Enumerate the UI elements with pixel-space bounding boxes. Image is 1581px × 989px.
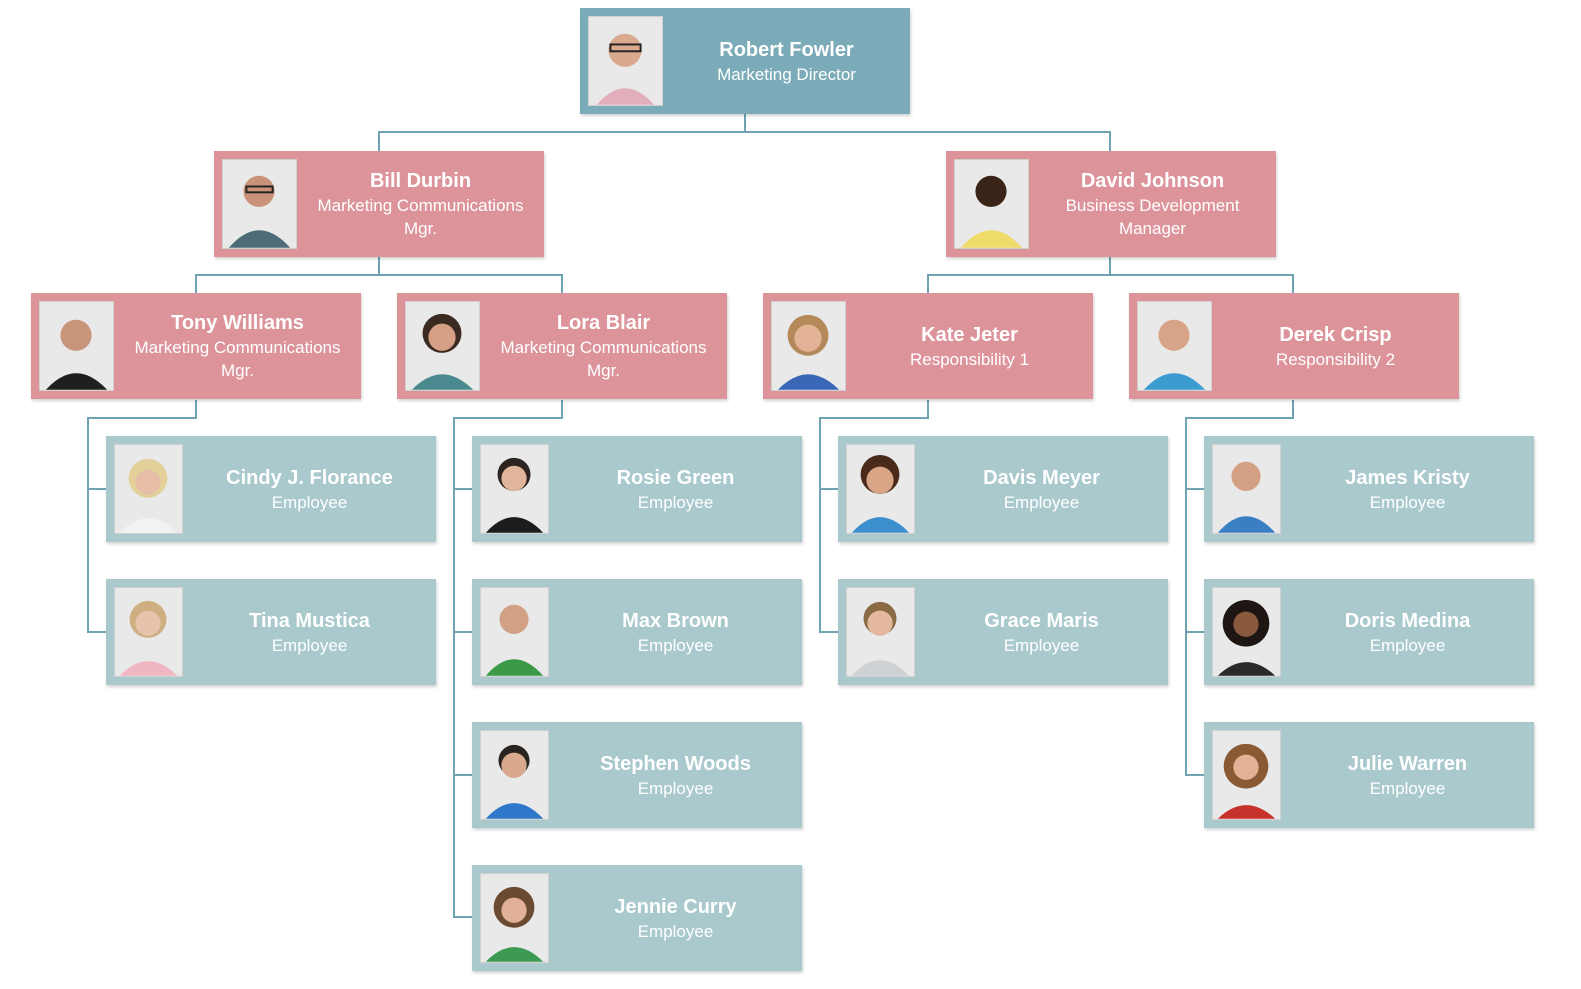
person-name: Rosie Green — [616, 466, 735, 489]
person-photo — [1212, 730, 1281, 820]
connector-bill-leads — [195, 257, 380, 293]
person-photo — [114, 587, 183, 677]
person-photo — [405, 301, 480, 391]
connector-tony-team — [87, 400, 197, 633]
person-photo — [1212, 444, 1281, 534]
node-robert-fowler[interactable]: Robert Fowler Marketing Director — [580, 8, 910, 114]
node-julie-warren[interactable]: Julie Warren Employee — [1204, 722, 1534, 828]
node-jennie-curry[interactable]: Jennie Curry Employee — [472, 865, 802, 971]
person-role: Employee — [637, 778, 714, 798]
person-name: Grace Maris — [984, 609, 1099, 632]
connector-lora-team — [453, 400, 563, 918]
connector-kate-team — [819, 400, 929, 633]
person-photo — [39, 301, 114, 391]
person-photo — [1212, 587, 1281, 677]
person-name: Tony Williams — [171, 312, 304, 334]
person-name: Doris Medina — [1344, 609, 1471, 632]
person-name: Julie Warren — [1347, 752, 1468, 775]
person-role: Marketing Director — [717, 64, 856, 84]
node-grace-maris[interactable]: Grace Maris Employee — [838, 579, 1168, 685]
connector-bill-leads-right — [379, 274, 563, 293]
node-kate-jeter[interactable]: Kate Jeter Responsibility 1 — [763, 293, 1093, 399]
person-name: Stephen Woods — [600, 752, 751, 775]
person-photo — [954, 159, 1029, 249]
person-photo — [588, 16, 663, 106]
person-photo — [480, 730, 549, 820]
person-role: Employee — [637, 921, 714, 941]
person-role: Employee — [271, 635, 348, 655]
person-role: Employee — [1003, 635, 1080, 655]
person-role: Responsibility 1 — [909, 349, 1030, 369]
node-bill-durbin[interactable]: Bill Durbin Marketing Communications Mgr… — [214, 151, 544, 257]
person-role: Marketing Communications Mgr. — [317, 196, 524, 238]
node-stephen-woods[interactable]: Stephen Woods Employee — [472, 722, 802, 828]
node-tina-mustica[interactable]: Tina Mustica Employee — [106, 579, 436, 685]
person-photo — [846, 444, 915, 534]
person-role: Employee — [1369, 635, 1446, 655]
person-name: David Johnson — [1080, 170, 1225, 192]
person-photo — [480, 444, 549, 534]
person-role: Responsibility 2 — [1275, 349, 1396, 369]
node-rosie-green[interactable]: Rosie Green Employee — [472, 436, 802, 542]
person-photo — [114, 444, 183, 534]
node-davis-meyer[interactable]: Davis Meyer Employee — [838, 436, 1168, 542]
person-photo — [222, 159, 297, 249]
person-name: Cindy J. Florance — [226, 466, 393, 489]
person-role: Marketing Communications Mgr. — [500, 338, 707, 380]
connector-david-leads-right — [1110, 274, 1294, 293]
node-james-kristy[interactable]: James Kristy Employee — [1204, 436, 1534, 542]
node-lora-blair[interactable]: Lora Blair Marketing Communications Mgr. — [397, 293, 727, 399]
node-tony-williams[interactable]: Tony Williams Marketing Communications M… — [31, 293, 361, 399]
node-david-johnson[interactable]: David Johnson Business Development Manag… — [946, 151, 1276, 257]
connector-director-managers-right — [745, 131, 1111, 151]
node-cindy-florance[interactable]: Cindy J. Florance Employee — [106, 436, 436, 542]
person-photo — [771, 301, 846, 391]
person-role: Employee — [637, 635, 714, 655]
node-doris-medina[interactable]: Doris Medina Employee — [1204, 579, 1534, 685]
person-name: Bill Durbin — [369, 170, 472, 192]
connector-david-leads — [927, 257, 1111, 293]
person-photo — [480, 873, 549, 963]
node-max-brown[interactable]: Max Brown Employee — [472, 579, 802, 685]
person-role: Employee — [637, 492, 714, 512]
person-photo — [1137, 301, 1212, 391]
person-name: Kate Jeter — [921, 323, 1018, 346]
person-photo — [480, 587, 549, 677]
person-name: Derek Crisp — [1279, 323, 1392, 346]
node-derek-crisp[interactable]: Derek Crisp Responsibility 2 — [1129, 293, 1459, 399]
person-role: Employee — [1369, 492, 1446, 512]
person-role: Employee — [1369, 778, 1446, 798]
person-role: Employee — [1003, 492, 1080, 512]
connector-derek-team — [1185, 400, 1294, 776]
person-role: Business Development Manager — [1065, 196, 1240, 238]
connector-director-managers — [378, 114, 746, 151]
person-name: Jennie Curry — [614, 895, 737, 918]
person-name: Robert Fowler — [719, 38, 854, 61]
person-name: Lora Blair — [556, 312, 651, 334]
person-name: James Kristy — [1345, 466, 1470, 489]
person-name: Davis Meyer — [983, 466, 1100, 489]
person-role: Marketing Communications Mgr. — [134, 338, 341, 380]
person-name: Tina Mustica — [249, 609, 370, 632]
person-photo — [846, 587, 915, 677]
person-name: Max Brown — [622, 609, 729, 632]
person-role: Employee — [271, 492, 348, 512]
